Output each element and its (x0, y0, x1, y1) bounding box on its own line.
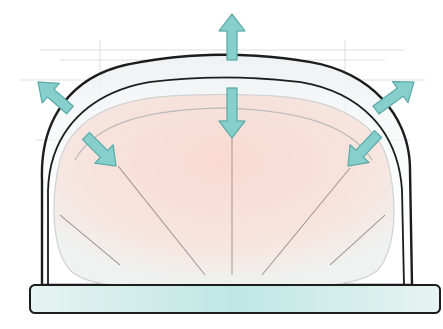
radial-line-left (117, 165, 206, 276)
arrow-down-inward (218, 87, 246, 139)
arrow-lower-left-inward (81, 131, 117, 167)
arrow-up-outward (218, 13, 246, 61)
inner-dome-rim (47, 76, 405, 286)
radial-line-right (261, 167, 351, 276)
radial-line-far-left (59, 214, 121, 266)
arrow-upper-right-outward (372, 81, 415, 115)
base-platform (29, 284, 441, 314)
arrow-lower-right-inward (347, 130, 383, 167)
cushion-top-contour (74, 107, 373, 161)
radial-force-lines (59, 132, 386, 276)
arrow-upper-left-outward (37, 81, 74, 115)
radial-line-far-right (329, 214, 386, 266)
